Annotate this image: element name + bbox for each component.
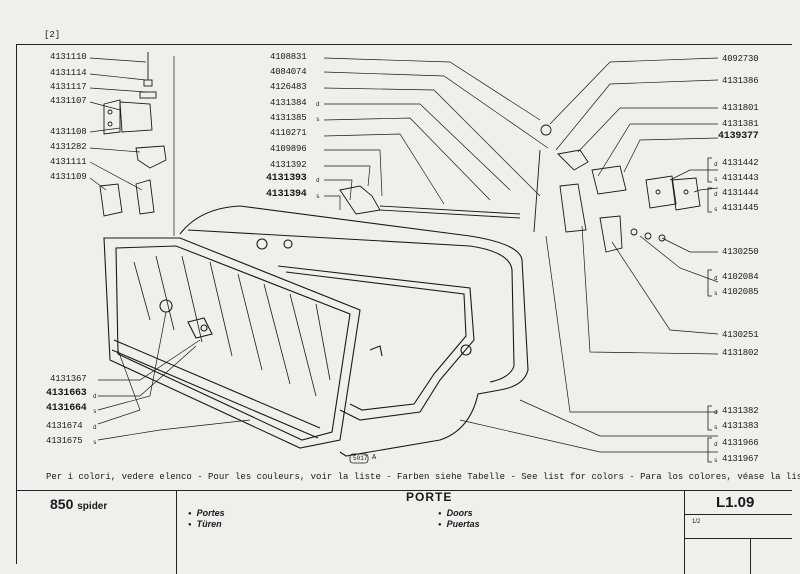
part-number-4131394: 4131394 [266, 189, 307, 200]
side-mark: d [316, 177, 320, 184]
part-number-4131382: 4131382 [722, 406, 759, 416]
part-number-4102084: 4102084 [722, 272, 759, 282]
part-number-4131442: 4131442 [722, 158, 759, 168]
part-number-4131109: 4131109 [50, 172, 87, 182]
center-leader-lines [323, 57, 549, 210]
page-code: L1.09 [716, 494, 755, 511]
side-mark: d [714, 409, 718, 416]
side-mark: d [714, 161, 718, 168]
part-number-4131107: 4131107 [50, 96, 87, 106]
side-mark: s [714, 457, 718, 464]
part-number-4092730: 4092730 [722, 54, 759, 64]
side-mark: d [714, 275, 718, 282]
part-number-4139377: 4139377 [718, 131, 759, 142]
hinge-parts [99, 52, 167, 217]
part-number-4131381: 4131381 [722, 119, 759, 129]
right-brackets [707, 157, 712, 463]
frame-left-rule [16, 44, 17, 564]
page-number: [2] [44, 30, 61, 40]
translation-es: Puertas [438, 519, 480, 529]
part-number-4131445: 4131445 [722, 203, 759, 213]
footer-divider [684, 490, 685, 574]
part-number-4131802: 4131802 [722, 348, 759, 358]
side-mark: d [714, 191, 718, 198]
frame-bottom-rule [16, 490, 792, 491]
translation-en: Doors [438, 508, 473, 518]
door-trim-panel [103, 237, 361, 449]
part-number-4131967: 4131967 [722, 454, 759, 464]
bottom-left-leader-lines [97, 311, 251, 441]
part-number-4131282: 4131282 [50, 142, 87, 152]
part-number-4131444: 4131444 [722, 188, 759, 198]
left-leader-lines [89, 57, 147, 191]
callout-letter: A [372, 454, 377, 462]
model-variant: spider [77, 501, 108, 512]
part-number-4131386: 4131386 [722, 76, 759, 86]
part-number-4131801: 4131801 [722, 103, 759, 113]
part-number-4131384: 4131384 [270, 98, 307, 108]
side-mark: d [316, 101, 320, 108]
part-number-4102085: 4102085 [722, 287, 759, 297]
translation-fr: Portes [188, 508, 225, 518]
part-number-4109896: 4109896 [270, 144, 307, 154]
model-name: 850 spider [50, 496, 107, 512]
part-number-4131110: 4131110 [50, 52, 87, 62]
part-number-4131383: 4131383 [722, 421, 759, 431]
side-mark: s [316, 193, 320, 200]
footer-divider [684, 538, 792, 539]
section-title: PORTE [406, 490, 453, 504]
side-mark: s [714, 176, 718, 183]
side-mark: s [714, 206, 718, 213]
door-shell [179, 205, 529, 457]
part-number-4131393: 4131393 [266, 173, 307, 184]
part-number-4131108: 4131108 [50, 127, 87, 137]
part-number-4131392: 4131392 [270, 160, 307, 170]
frame-top-rule [16, 44, 792, 45]
part-number-4131966: 4131966 [722, 438, 759, 448]
part-number-4130251: 4130251 [722, 330, 759, 340]
part-number-4131663: 4131663 [46, 388, 87, 399]
part-number-4131385: 4131385 [270, 113, 307, 123]
part-number-4131367: 4131367 [50, 374, 87, 384]
callout-tag-box [349, 453, 369, 464]
callout-tag: 5017 [353, 455, 368, 462]
part-number-4131664: 4131664 [46, 403, 87, 414]
part-number-4131675: 4131675 [46, 436, 83, 446]
linkage-rods [339, 149, 541, 233]
footer-divider [684, 514, 792, 515]
right-leader-lines [459, 57, 719, 453]
side-mark: d [714, 441, 718, 448]
side-mark: s [714, 290, 718, 297]
side-mark: s [93, 439, 97, 446]
side-mark: d [93, 393, 97, 400]
colors-note: Per i colori, vedere elenco - Pour les c… [46, 472, 800, 482]
translation-de: Türen [188, 519, 222, 529]
part-number-4110271: 4110271 [270, 128, 307, 138]
part-number-4130250: 4130250 [722, 247, 759, 257]
part-number-4131114: 4131114 [50, 68, 87, 78]
sheet-number: 1/2 [692, 519, 701, 525]
side-mark: s [316, 116, 320, 123]
part-number-4084074: 4084074 [270, 67, 307, 77]
side-mark: d [93, 424, 97, 431]
model-number: 850 [50, 496, 74, 512]
part-number-4131443: 4131443 [722, 173, 759, 183]
part-number-4108831: 4108831 [270, 52, 307, 62]
side-mark: s [93, 408, 97, 415]
side-mark: s [714, 424, 718, 431]
footer-divider [176, 490, 177, 574]
part-number-4126483: 4126483 [270, 82, 307, 92]
part-number-4131674: 4131674 [46, 421, 83, 431]
part-number-4131111: 4131111 [50, 157, 87, 167]
latch-parts [540, 124, 701, 253]
footer-divider [750, 538, 751, 574]
part-number-4131117: 4131117 [50, 82, 87, 92]
